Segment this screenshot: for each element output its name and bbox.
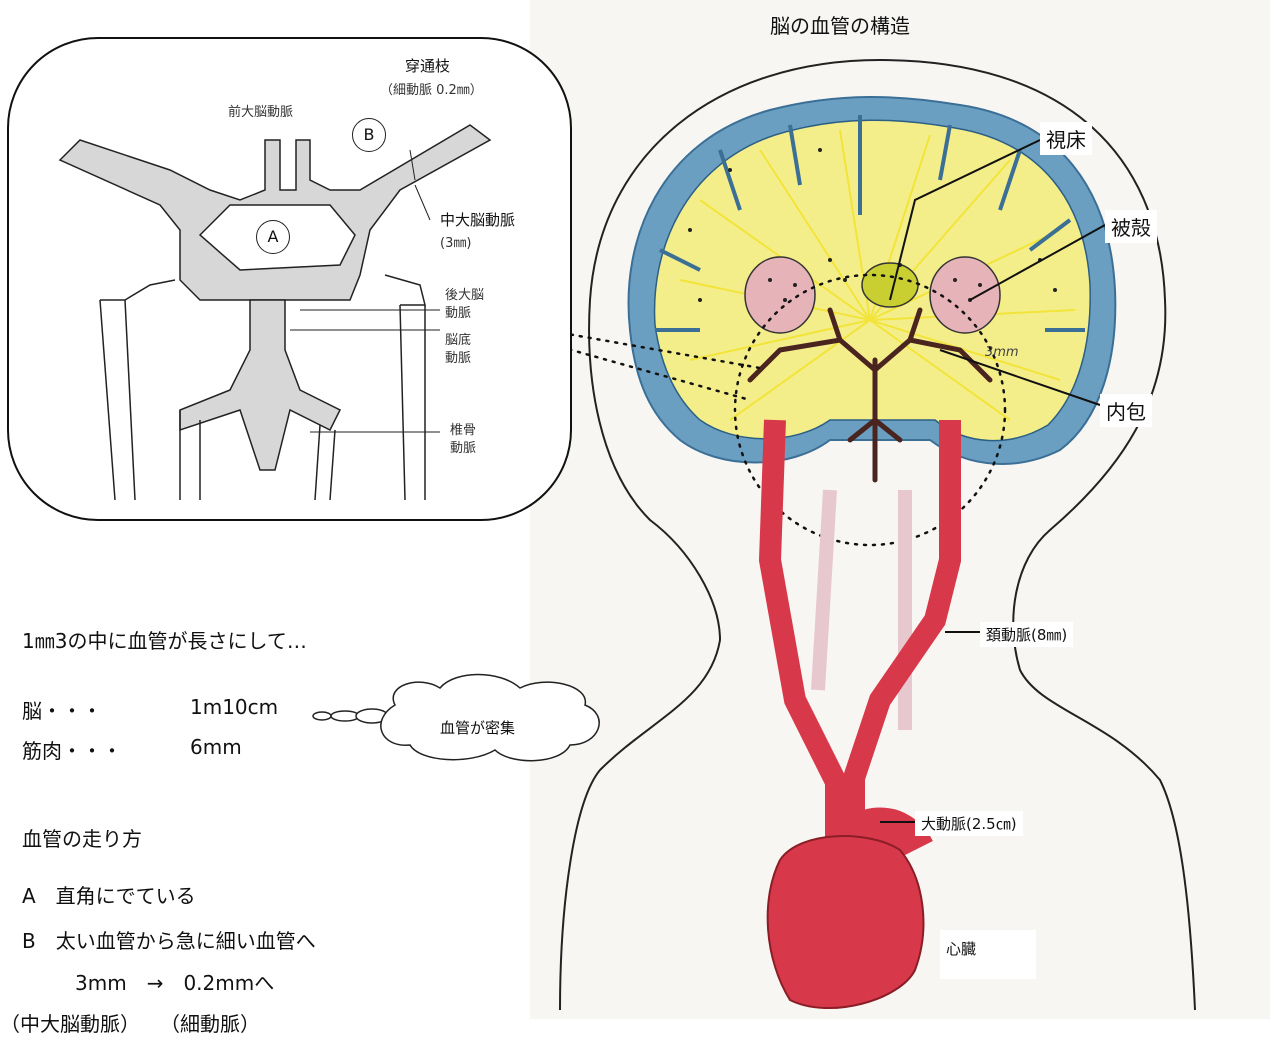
label-middle-cerebral-size: (3㎜) [440,236,472,251]
carotid-left [758,419,850,795]
sulci [655,115,1085,332]
note-brain-label: 脳・・・ [22,699,102,723]
label-anterior-cerebral-artery: 前大脳動脈 [228,105,294,120]
label-posterior-cerebral-1: 後大脳 [445,288,485,303]
note-muscle-value: 6mm [190,735,242,759]
note-point-b: B 太い血管から急に細い血管へ [22,929,316,953]
label-scale-note: 3mm [985,345,1019,360]
thalamus [861,262,919,308]
note-run-title: 血管の走り方 [22,827,142,851]
label-perforator-size: （細動脈 0.2㎜） [380,83,483,98]
label-vertebral-1: 椎骨 [450,423,477,438]
mark-b: B [352,118,386,152]
bubble-text: 血管が密集 [440,719,516,737]
label-basilar-2: 動脈 [445,351,472,366]
label-putamen: 被殻 [1105,210,1157,243]
magnify-link-2 [498,328,752,402]
body-outline [559,58,1196,1011]
putamen-right [929,256,1001,334]
label-middle-cerebral-artery: 中大脳動脈 [440,211,516,229]
diagram-title: 脳の血管の構造 [770,14,910,38]
inset-pointer-lines [290,149,440,433]
label-vertebral-2: 動脈 [450,441,477,456]
inset-outer-vessels [99,274,426,501]
carotid-right [839,420,961,794]
magnify-circle [733,273,1007,547]
heart [766,835,925,1009]
label-aorta: 大動脈(2.5㎝) [915,811,1023,836]
note-brain-value: 1m10cm [190,695,279,719]
note-intro: 1㎜3の中に血管が長さにして… [22,629,307,653]
label-perforator: 穿通枝 [405,57,451,75]
label-thalamus: 視床 [1040,122,1092,155]
note-bottom-cut: （中大脳動脈） （細動脈） [0,1012,260,1036]
label-carotid: 頚動脈(8㎜) [980,622,1074,647]
label-posterior-cerebral-2: 動脈 [445,306,472,321]
label-basilar-1: 脳底 [445,333,472,348]
thought-bubble [312,673,600,762]
label-internal-capsule: 内包 [1100,394,1152,427]
brain-vessels [747,307,993,483]
pointer-lines [880,139,1106,823]
note-size-change: 3mm → 0.2mmへ [75,971,275,995]
note-point-a: A 直角にでている [22,884,196,908]
label-heart: 心臓 [940,930,1037,979]
vein-left [811,489,837,691]
note-muscle-label: 筋肉・・・ [22,739,122,763]
mark-a: A [256,220,290,254]
putamen-left [744,256,816,334]
